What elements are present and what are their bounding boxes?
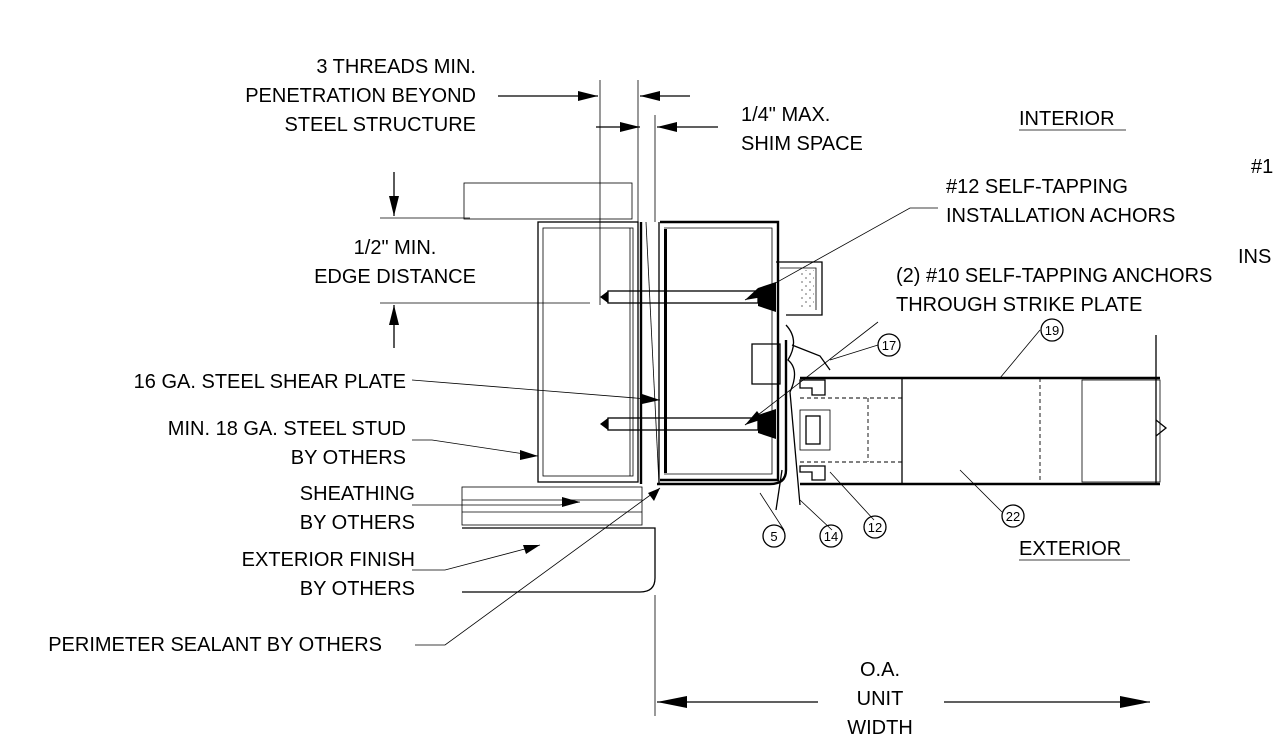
- label-edge-distance: 1/2" MIN. EDGE DISTANCE: [314, 237, 476, 288]
- strike-label-1: (2) #10 SELF-TAPPING ANCHORS: [896, 265, 1212, 287]
- label-strike-plate: (2) #10 SELF-TAPPING ANCHORS THROUGH STR…: [896, 265, 1212, 316]
- leader-lines: [411, 207, 1041, 646]
- label-oa-width: O.A. UNIT WIDTH: [847, 659, 913, 739]
- dimension-shim: [596, 115, 718, 222]
- callout-22: 22: [1001, 504, 1025, 528]
- oa-label-2: UNIT: [857, 688, 904, 710]
- label-interior: INTERIOR: [1019, 108, 1126, 131]
- label-shim: 1/4" MAX. SHIM SPACE: [741, 104, 863, 155]
- finish-label-1: EXTERIOR FINISH: [242, 549, 415, 571]
- stud-label-1: MIN. 18 GA. STEEL STUD: [168, 418, 406, 440]
- label-exterior-finish: EXTERIOR FINISH BY OTHERS: [242, 549, 415, 600]
- shim-label-1: 1/4" MAX.: [741, 104, 830, 126]
- cut-off-label-top: #1: [1251, 156, 1273, 178]
- stud-label-2: BY OTHERS: [291, 447, 406, 469]
- sheathing-label-1: SHEATHING: [300, 483, 415, 505]
- label-exterior: EXTERIOR: [1019, 538, 1130, 561]
- callout-14: 14: [819, 524, 843, 548]
- exterior-label: EXTERIOR: [1019, 538, 1121, 560]
- frame-profile: [657, 220, 823, 511]
- callout-17: 17: [877, 333, 901, 357]
- shear-plate-label: 16 GA. STEEL SHEAR PLATE: [134, 371, 406, 393]
- oa-label-1: O.A.: [860, 659, 900, 681]
- callout-17-number: 17: [882, 338, 896, 353]
- callout-5-number: 5: [770, 529, 777, 544]
- threads-label-3: STEEL STRUCTURE: [284, 114, 476, 136]
- callout-14-number: 14: [824, 529, 838, 544]
- label-stud: MIN. 18 GA. STEEL STUD BY OTHERS: [168, 418, 406, 469]
- dimension-edge-distance: [380, 172, 590, 348]
- callout-12-number: 12: [868, 520, 882, 535]
- weatherstrip: [751, 324, 831, 506]
- selftap-label-1: #12 SELF-TAPPING: [946, 176, 1128, 198]
- threads-label-2: PENETRATION BEYOND: [245, 85, 476, 107]
- shim-label-2: SHIM SPACE: [741, 133, 863, 155]
- dimension-threads: [498, 80, 690, 305]
- interior-substrate: [463, 182, 633, 220]
- cut-off-label-mid: INS: [1238, 246, 1271, 268]
- edge-label-2: EDGE DISTANCE: [314, 266, 476, 288]
- callout-19-number: 19: [1045, 323, 1059, 338]
- callout-19: 19: [1040, 318, 1064, 342]
- shear-plate: [639, 221, 660, 485]
- label-self-tapping: #12 SELF-TAPPING INSTALLATION ACHORS: [946, 176, 1175, 227]
- label-sheathing: SHEATHING BY OTHERS: [300, 483, 415, 534]
- oa-label-3: WIDTH: [847, 717, 913, 739]
- sheathing: [461, 486, 643, 526]
- finish-label-2: BY OTHERS: [300, 578, 415, 600]
- selftap-label-2: INSTALLATION ACHORS: [946, 205, 1175, 227]
- steel-stud: [537, 221, 639, 483]
- callout-5: 5: [762, 524, 786, 548]
- door-leaf: [799, 335, 1168, 486]
- callout-22-number: 22: [1006, 509, 1020, 524]
- sealant-label: PERIMETER SEALANT BY OTHERS: [48, 634, 382, 656]
- edge-label-1: 1/2" MIN.: [354, 237, 437, 259]
- label-threads: 3 THREADS MIN. PENETRATION BEYOND STEEL …: [245, 56, 476, 136]
- dimension-oa-width: [654, 595, 1150, 716]
- threads-label-1: 3 THREADS MIN.: [316, 56, 476, 78]
- strike-label-2: THROUGH STRIKE PLATE: [896, 294, 1142, 316]
- interior-label: INTERIOR: [1019, 108, 1115, 130]
- anchor-screw-lower: [600, 409, 776, 439]
- exterior-finish: [462, 527, 656, 593]
- callout-12: 12: [863, 515, 887, 539]
- sheathing-label-2: BY OTHERS: [300, 512, 415, 534]
